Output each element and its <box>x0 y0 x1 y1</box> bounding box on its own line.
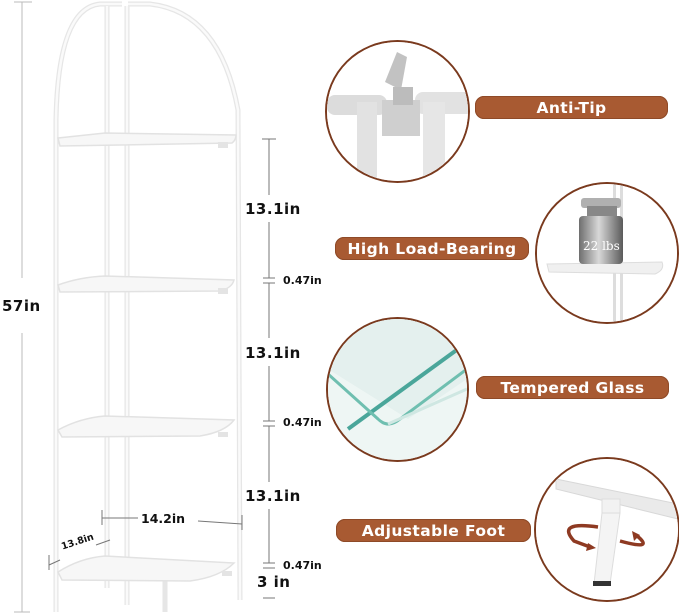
anti-tip-clip-icon <box>327 42 468 181</box>
anti-tip-detail-circle <box>325 40 470 183</box>
shelf-thickness-label-1: 0.47in <box>283 274 322 287</box>
feature-adjustable-foot-pill: Adjustable Foot <box>336 519 531 542</box>
shelf-spacing-label-3: 13.1in <box>245 487 301 505</box>
shelf-thickness-label-3: 0.47in <box>283 559 322 572</box>
tempered-glass-detail-circle <box>326 317 469 462</box>
shelf-spacing-label-1: 13.1in <box>245 200 301 218</box>
adjustable-foot-detail-circle <box>534 457 679 602</box>
shelf-thickness-label-2: 0.47in <box>283 416 322 429</box>
weight-icon <box>537 184 677 322</box>
feature-load-bearing-pill: High Load-Bearing <box>335 237 529 260</box>
overall-height-label: 57in <box>2 297 41 315</box>
leg-height-label: 3 in <box>257 573 291 591</box>
glass-panel-icon <box>328 319 467 460</box>
feature-anti-tip-pill: Anti-Tip <box>475 96 668 119</box>
feature-tempered-glass-pill: Tempered Glass <box>476 376 669 399</box>
rotate-foot-icon <box>536 459 678 600</box>
weight-label: 22 lbs <box>583 239 620 253</box>
width-label: 14.2in <box>141 511 186 526</box>
load-bearing-detail-circle: 22 lbs <box>535 182 679 324</box>
shelf-spacing-label-2: 13.1in <box>245 344 301 362</box>
